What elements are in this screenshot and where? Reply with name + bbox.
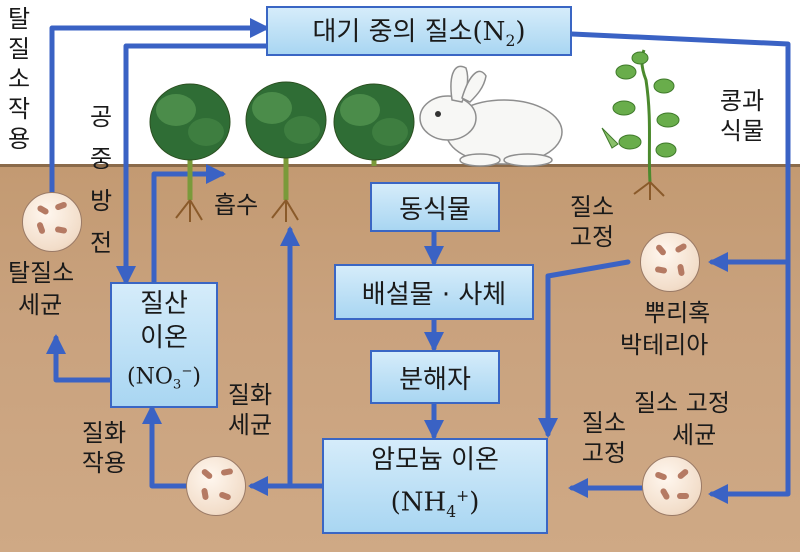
- lightning-label: 공중방전: [89, 103, 113, 257]
- decomposer-label: 분해자: [399, 364, 471, 395]
- nitrification-label: 질화작용: [81, 419, 127, 477]
- arrow-atmosphere-to-legume: [569, 31, 791, 272]
- arrow-nitrate-to-denitrifying: [46, 334, 113, 383]
- denitrifying-bacteria-label-2: 세균: [18, 291, 63, 319]
- arrow-lightning-to-nitrate: [116, 43, 269, 286]
- arrow-atmosphere-to-fixing-bacteria: [708, 259, 791, 504]
- plant-2: [245, 81, 327, 222]
- nitrogen-fixing-bacteria-microbe: [642, 456, 702, 516]
- nitrate-box: 질산 이온 (NO3−): [110, 282, 218, 408]
- nitrogen-fixation-label-1: 질소고정: [569, 193, 615, 251]
- plant-3: [333, 83, 415, 166]
- nitrate-title-2: 이온: [140, 323, 188, 354]
- legume-plant: [601, 49, 680, 200]
- atmospheric-nitrogen-box: 대기 중의 질소(N2): [266, 6, 572, 56]
- organisms-box: 동식물: [370, 182, 500, 232]
- ground-surface-line: [0, 164, 800, 167]
- nitrogen-fixing-bacteria-label-2: 세균: [672, 421, 717, 449]
- plant-1: [149, 83, 231, 222]
- arrow-nitrification-to-nitrate: [142, 404, 189, 489]
- nitrifying-bacteria-microbe: [186, 456, 246, 516]
- denitrifying-bacteria-microbe: [22, 192, 82, 252]
- decomposer-box: 분해자: [370, 350, 500, 404]
- organisms-label: 동식물: [399, 194, 471, 225]
- arrow-denitrification-to-atmosphere: [49, 18, 270, 195]
- atmospheric-nitrogen-label: 대기 중의 질소(N2): [312, 17, 526, 51]
- root-nodule-bacteria-microbe: [640, 232, 700, 292]
- rabbit: [419, 65, 563, 167]
- plants: [149, 81, 415, 222]
- legume-label: 콩과식물: [719, 87, 765, 145]
- arrow-nodule-to-ammonium: [538, 259, 631, 438]
- root-nodule-bacteria-label-1: 뿌리혹: [644, 299, 711, 327]
- arrow-nitrate-to-absorption: [151, 164, 226, 285]
- ammonium-title: 암모늄 이온: [371, 445, 499, 476]
- root-nodule-bacteria-label-2: 박테리아: [620, 331, 709, 359]
- ammonium-formula: (NH4+): [390, 487, 480, 521]
- nitrate-formula: (NO3−): [127, 364, 201, 393]
- nitrogen-fixing-bacteria-label-1: 질소 고정: [634, 389, 730, 417]
- waste-box: 배설물 · 사체: [334, 264, 534, 320]
- nitrogen-fixation-label-2: 질소고정: [581, 409, 627, 467]
- nitrifying-bacteria-label: 질화세균: [227, 381, 273, 439]
- ammonium-box: 암모늄 이온 (NH4+): [322, 438, 548, 534]
- denitrification-label: 탈질소작용: [7, 5, 31, 153]
- nitrate-title-1: 질산: [140, 289, 188, 320]
- denitrifying-bacteria-label-1: 탈질소: [8, 259, 75, 287]
- waste-label: 배설물 · 사체: [361, 279, 507, 310]
- absorption-label: 흡수: [214, 191, 259, 219]
